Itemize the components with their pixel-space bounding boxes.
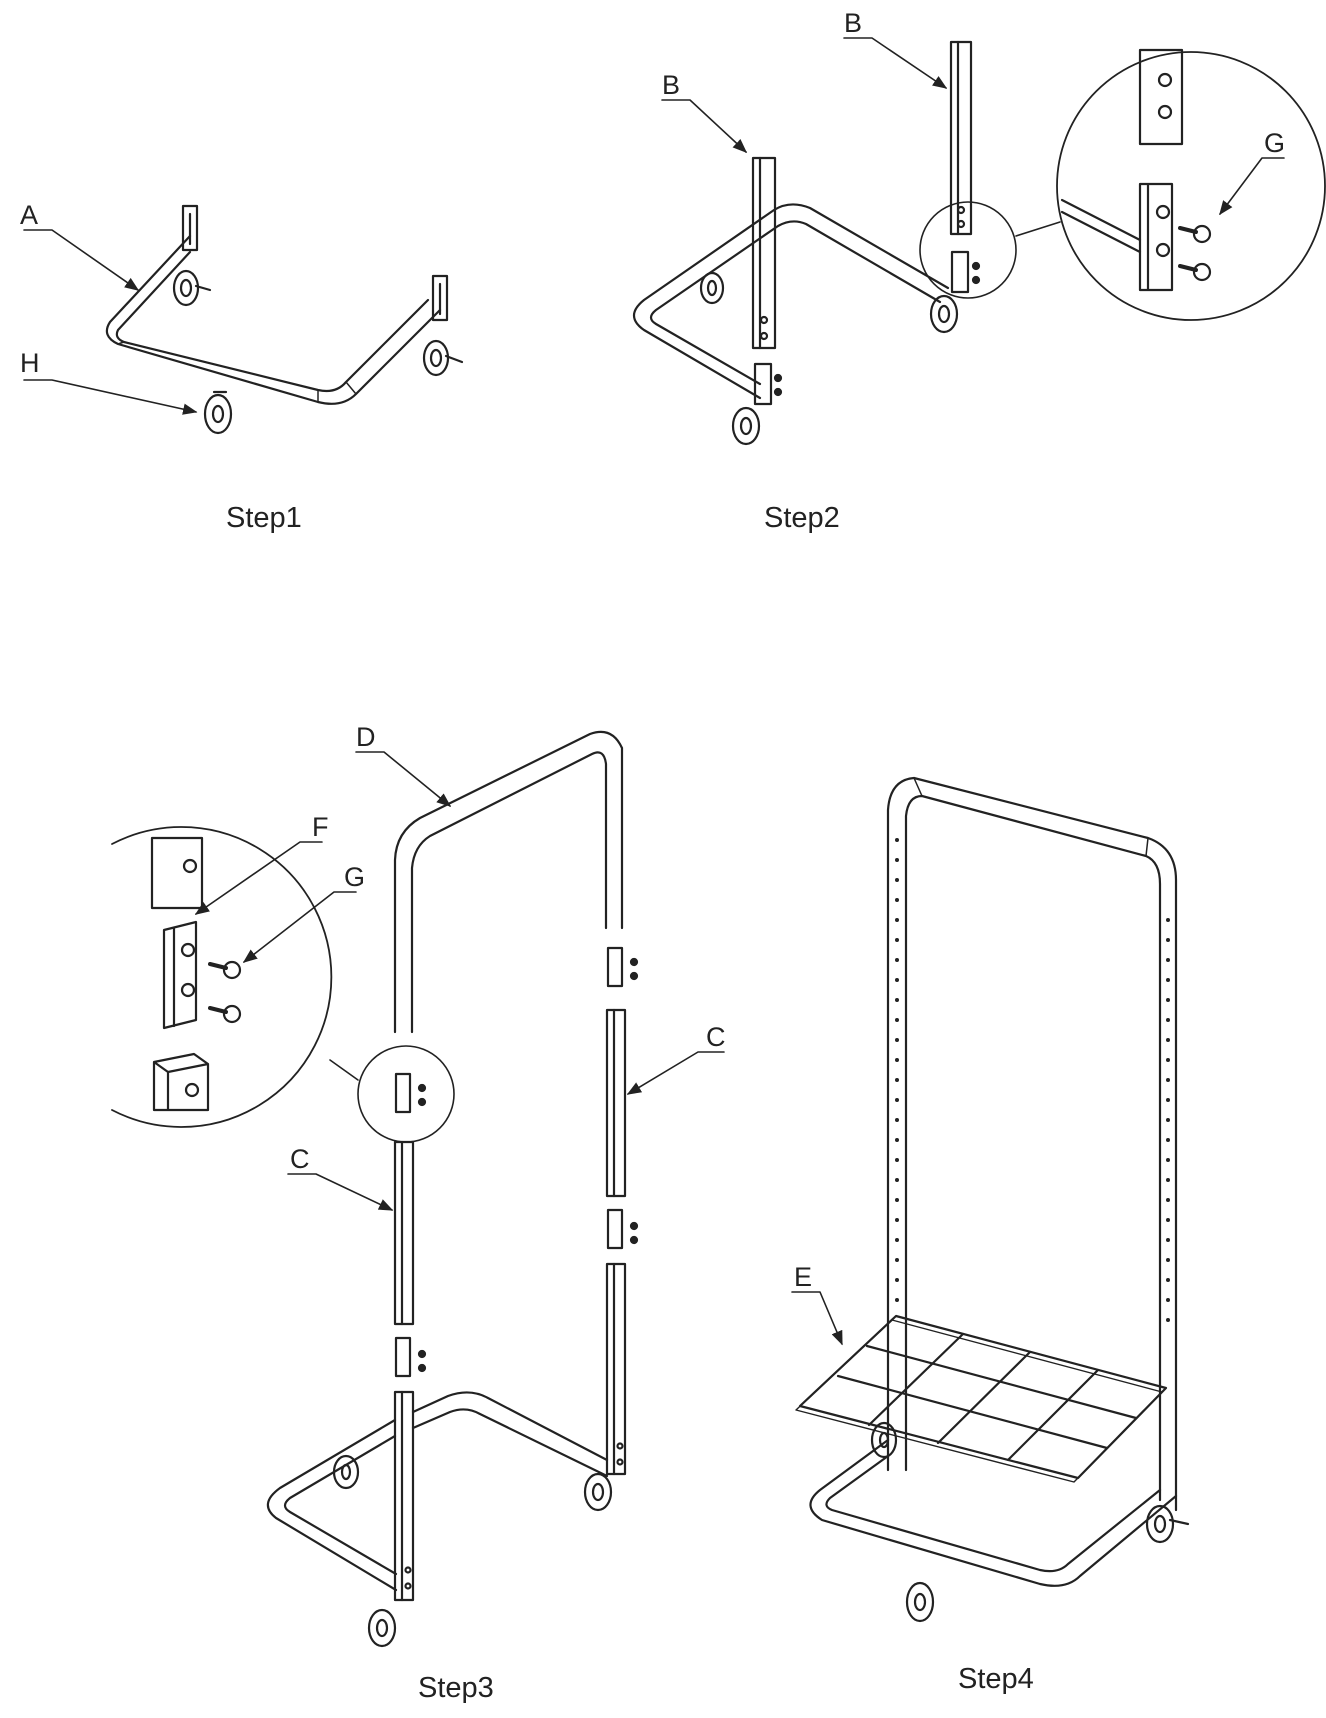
caster-wheel-1 <box>172 269 212 307</box>
detail-bracket <box>150 836 210 1112</box>
leader-b-right <box>843 37 948 89</box>
leader-h <box>23 379 198 415</box>
leader-g-step3 <box>242 891 357 963</box>
step4-panel <box>791 776 1190 1623</box>
detail-circle-large <box>111 826 333 1128</box>
caster-wheel-1 <box>332 1454 360 1490</box>
detail-bracket <box>1060 48 1184 292</box>
detail-circle-small <box>919 201 1017 299</box>
detail-screws <box>1178 224 1212 282</box>
leader-f <box>194 841 323 915</box>
label-g-step3: G <box>344 862 365 892</box>
leader-c-right <box>626 1051 725 1095</box>
right-lower-column <box>605 1262 627 1476</box>
leader-c-left <box>287 1173 394 1211</box>
detail-circle-small <box>357 1045 455 1143</box>
bracket-3 <box>606 946 639 988</box>
wire-shelf-e <box>795 1314 1168 1483</box>
caster-wheel-2 <box>731 406 761 446</box>
leader-b-left <box>661 99 748 153</box>
leader-g-step2 <box>1219 157 1285 216</box>
caster-wheel-3 <box>905 1581 935 1623</box>
label-c-right: C <box>706 1022 726 1052</box>
base-frame <box>632 203 950 400</box>
caster-wheel-1 <box>870 1421 898 1459</box>
step1-title: Step1 <box>226 502 302 534</box>
base-frame <box>809 1438 1178 1587</box>
column-holes <box>895 838 1170 1322</box>
leader-d <box>355 751 452 807</box>
step2-panel <box>632 37 1326 446</box>
step4-title: Step4 <box>958 1663 1034 1695</box>
leader-e <box>791 1291 843 1346</box>
bracket-left <box>181 204 199 252</box>
label-b-right: B <box>844 8 862 38</box>
label-b-left: B <box>662 70 680 100</box>
assembled-frame <box>886 776 1178 1512</box>
step1-panel <box>23 204 464 435</box>
bracket-right <box>431 274 449 322</box>
bracket-2 <box>394 1336 427 1378</box>
caster-wheel-3 <box>367 1608 397 1648</box>
bracket-right <box>950 250 981 294</box>
right-column-c <box>605 1008 627 1198</box>
detail-screws <box>208 960 242 1024</box>
base-frame <box>266 1391 609 1592</box>
label-c-left: C <box>290 1144 310 1174</box>
label-a: A <box>20 200 38 230</box>
step3-title: Step3 <box>418 1672 494 1704</box>
caster-wheel-2 <box>583 1472 613 1512</box>
caster-wheel-3 <box>929 294 959 334</box>
caster-wheel-2 <box>1145 1504 1190 1544</box>
base-frame-a <box>105 234 442 405</box>
bracket-4 <box>606 1208 639 1250</box>
upright-b-left <box>751 156 777 350</box>
detail-circle-large <box>1056 51 1326 321</box>
left-column-c <box>393 1140 415 1326</box>
step2-title: Step2 <box>764 502 840 534</box>
detail-connector <box>329 1059 359 1081</box>
label-f: F <box>312 812 329 842</box>
caster-wheel-2 <box>422 339 464 377</box>
leader-a <box>23 229 140 291</box>
caster-wheel-h <box>203 390 233 435</box>
upright-b-right <box>949 40 973 236</box>
detail-connector <box>1015 221 1061 237</box>
label-e: E <box>794 1262 812 1292</box>
label-g-step2: G <box>1264 128 1285 158</box>
label-h: H <box>20 348 40 378</box>
caster-wheel-1 <box>699 271 725 305</box>
bracket-1 <box>394 1072 427 1114</box>
bracket-left <box>753 362 783 406</box>
left-lower-column <box>393 1390 415 1602</box>
top-arch-d <box>393 730 624 1034</box>
step3-panel <box>111 730 725 1648</box>
label-d: D <box>356 722 376 752</box>
